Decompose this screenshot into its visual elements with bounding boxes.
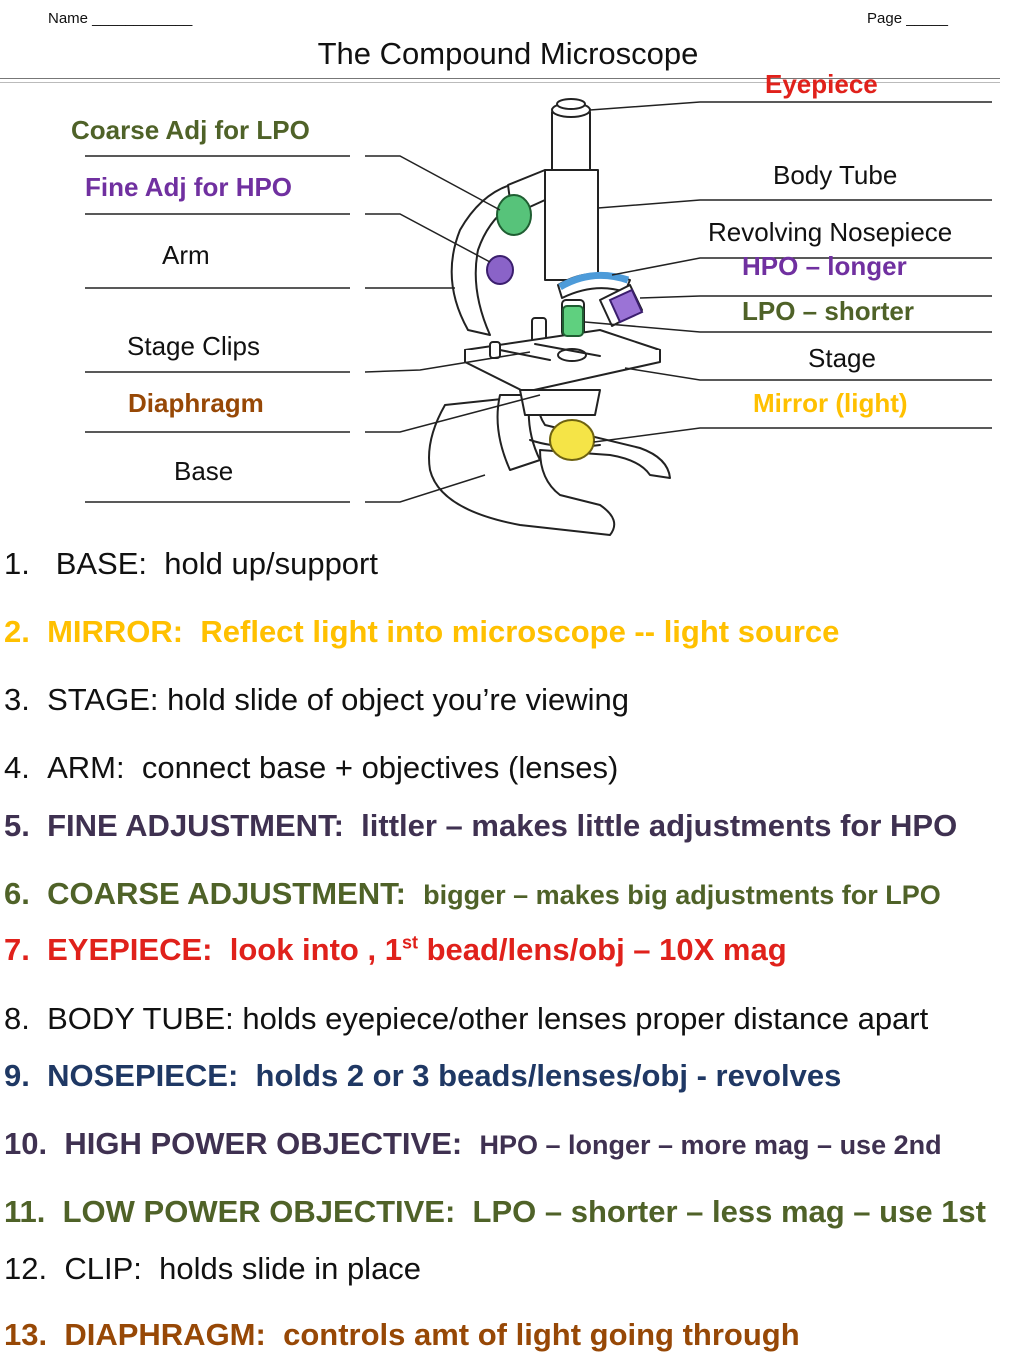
- leader-diaphragm: [365, 394, 541, 433]
- coarse-adjustment-knob: [496, 194, 532, 236]
- microscope-eyepiece: [551, 111, 591, 171]
- definition-mirror: 2. MIRROR: Reflect light into microscope…: [4, 614, 840, 649]
- definition-body-tube: 8. BODY TUBE: holds eyepiece/other lense…: [4, 1001, 929, 1036]
- label-revolving-nosepiece: Revolving Nosepiece: [708, 217, 953, 247]
- leader-base: [365, 474, 486, 503]
- definition-clip: 12. CLIP: holds slide in place: [4, 1251, 422, 1286]
- label-lpo: LPO – shorter: [742, 296, 914, 326]
- leader-body-tube: [597, 199, 738, 209]
- definition-low-power-objective: 11. LOW POWER OBJECTIVE: LPO – shorter –…: [4, 1194, 986, 1229]
- label-body-tube: Body Tube: [773, 160, 898, 190]
- definition-stage: 3. STAGE: hold slide of object you’re vi…: [4, 682, 629, 717]
- label-stage-clips: Stage Clips: [127, 331, 260, 361]
- definition-diaphragm: 13. DIAPHRAGM: controls amt of light goi…: [4, 1317, 800, 1352]
- leader-stage: [624, 367, 738, 381]
- leader-stage-clips: [364, 351, 531, 373]
- label-hpo: HPO – longer: [742, 251, 907, 281]
- fine-adjustment-knob: [486, 255, 514, 285]
- leader-lpo: [584, 321, 738, 333]
- name-field: Name ____________: [48, 10, 193, 27]
- lpo-objective: [562, 305, 584, 337]
- hpo-objective: [608, 288, 644, 324]
- label-eyepiece: Eyepiece: [765, 69, 878, 99]
- definition-arm: 4. ARM: connect base + objectives (lense…: [4, 750, 619, 785]
- header-divider-shadow: [0, 82, 1000, 83]
- leader-fine: [365, 213, 491, 263]
- definition-coarse-adjustment: 6. COARSE ADJUSTMENT: bigger – makes big…: [4, 876, 941, 911]
- label-arm: Arm: [162, 240, 210, 270]
- definition-high-power-objective: 10. HIGH POWER OBJECTIVE: HPO – longer –…: [4, 1126, 942, 1161]
- definition-fine-adjustment: 5. FINE ADJUSTMENT: littler – makes litt…: [4, 808, 958, 843]
- microscope-base: [428, 394, 671, 536]
- label-diaphragm: Diaphragm: [128, 388, 264, 418]
- label-mirror: Mirror (light): [753, 388, 908, 418]
- label-stage: Stage: [808, 343, 876, 373]
- label-base: Base: [174, 456, 234, 486]
- definition-nosepiece: 9. NOSEPIECE: holds 2 or 3 beads/lenses/…: [4, 1058, 842, 1093]
- microscope-body-tube: [544, 169, 599, 281]
- definition-eyepiece: 7. EYEPIECE: look into , 1st bead/lens/o…: [4, 932, 787, 967]
- leader-eyepiece: [589, 101, 738, 111]
- leader-mirror: [593, 427, 738, 443]
- leader-hpo: [639, 295, 738, 299]
- label-fine-adjustment: Fine Adj for HPO: [85, 172, 293, 202]
- worksheet-title: The Compound Microscope: [317, 36, 699, 71]
- leader-coarse: [365, 155, 501, 211]
- nosepiece-band: [558, 271, 630, 291]
- header-divider: [0, 78, 1000, 79]
- label-coarse-adjustment: Coarse Adj for LPO: [71, 115, 310, 145]
- microscope-diagram: [85, 98, 992, 536]
- mirror: [549, 419, 595, 461]
- leader-nosepiece: [611, 257, 738, 276]
- page-number-field: Page _____: [867, 10, 948, 27]
- definition-base: 1. BASE: hold up/support: [4, 546, 378, 581]
